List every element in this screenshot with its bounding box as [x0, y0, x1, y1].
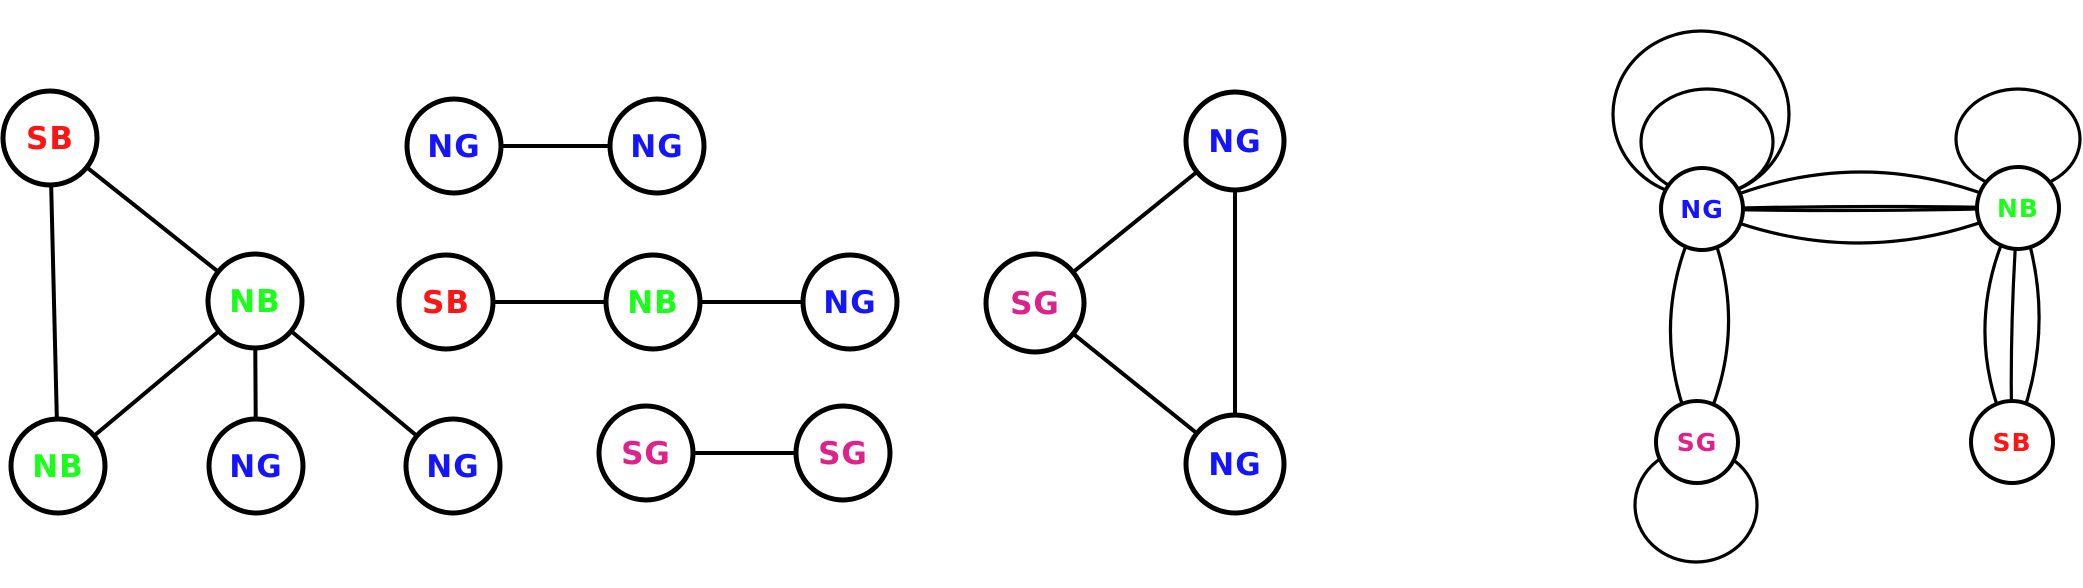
- node-label: SG: [818, 436, 868, 472]
- edge: [1700, 170, 2020, 211]
- node-label: NB: [32, 449, 84, 485]
- node-NG: NG: [1183, 412, 1287, 516]
- node-label: SB: [26, 121, 74, 157]
- node-NB: NB: [1975, 165, 2061, 251]
- node-label: SG: [621, 436, 671, 472]
- node-circle: [1183, 89, 1287, 193]
- node-label: NG: [229, 449, 282, 485]
- node-label: NG: [426, 449, 479, 485]
- node-SG: SG: [983, 251, 1087, 355]
- left-tree-graph: SB NB NB NG NG: [0, 88, 503, 516]
- node-label: NG: [1208, 447, 1261, 483]
- node-NG: NG: [607, 96, 707, 196]
- node-circle: [596, 403, 696, 503]
- node-label: NB: [1997, 194, 2039, 223]
- multigraph: NG NB SG SB: [1611, 29, 2082, 564]
- node-SB: SB: [1969, 399, 2055, 485]
- node-circle: [404, 96, 504, 196]
- node-SB: SB: [396, 252, 496, 352]
- node-label: NG: [1208, 124, 1261, 160]
- node-SG: SG: [793, 403, 893, 503]
- node-NG: NG: [403, 416, 503, 516]
- node-circle: [1659, 166, 1745, 252]
- node-label: NG: [1680, 195, 1723, 224]
- node-circle: [1975, 165, 2061, 251]
- triangle-graph: NG SG NG: [983, 89, 1287, 516]
- ng-pair-graph: NG NG: [404, 96, 707, 196]
- node-circle: [0, 88, 100, 188]
- edge: [48, 136, 60, 468]
- node-circle: [1969, 399, 2055, 485]
- node-label: NG: [630, 129, 683, 165]
- node-label: SB: [1992, 428, 2031, 457]
- sg-pair-graph: SG SG: [596, 403, 893, 503]
- node-label: NB: [229, 284, 281, 320]
- node-label: NB: [627, 285, 679, 321]
- node-label: SG: [1010, 286, 1060, 322]
- node-label: SG: [1677, 428, 1718, 457]
- node-NG: NG: [206, 416, 306, 516]
- node-NG: NG: [1183, 89, 1287, 193]
- path-graph: SB NB NG: [396, 252, 900, 352]
- node-circle: [403, 416, 503, 516]
- node-SB: SB: [0, 88, 100, 188]
- node-NB: NB: [205, 251, 305, 351]
- node-SG: SG: [596, 403, 696, 503]
- node-circle: [1654, 399, 1740, 485]
- node-label: SB: [422, 285, 470, 321]
- node-circle: [205, 251, 305, 351]
- node-circle: [800, 252, 900, 352]
- node-circle: [1183, 412, 1287, 516]
- node-circle: [396, 252, 496, 352]
- edge: [1700, 206, 2020, 245]
- node-NG: NG: [404, 96, 504, 196]
- node-circle: [206, 416, 306, 516]
- node-NB: NB: [603, 252, 703, 352]
- node-NB: NB: [8, 416, 108, 516]
- node-NG: NG: [1659, 166, 1745, 252]
- node-circle: [983, 251, 1087, 355]
- node-label: NG: [427, 129, 480, 165]
- node-NG: NG: [800, 252, 900, 352]
- node-circle: [603, 252, 703, 352]
- node-circle: [793, 403, 893, 503]
- node-circle: [607, 96, 707, 196]
- node-circle: [8, 416, 108, 516]
- node-SG: SG: [1654, 399, 1740, 485]
- edge: [1700, 206, 2020, 213]
- node-label: NG: [823, 285, 876, 321]
